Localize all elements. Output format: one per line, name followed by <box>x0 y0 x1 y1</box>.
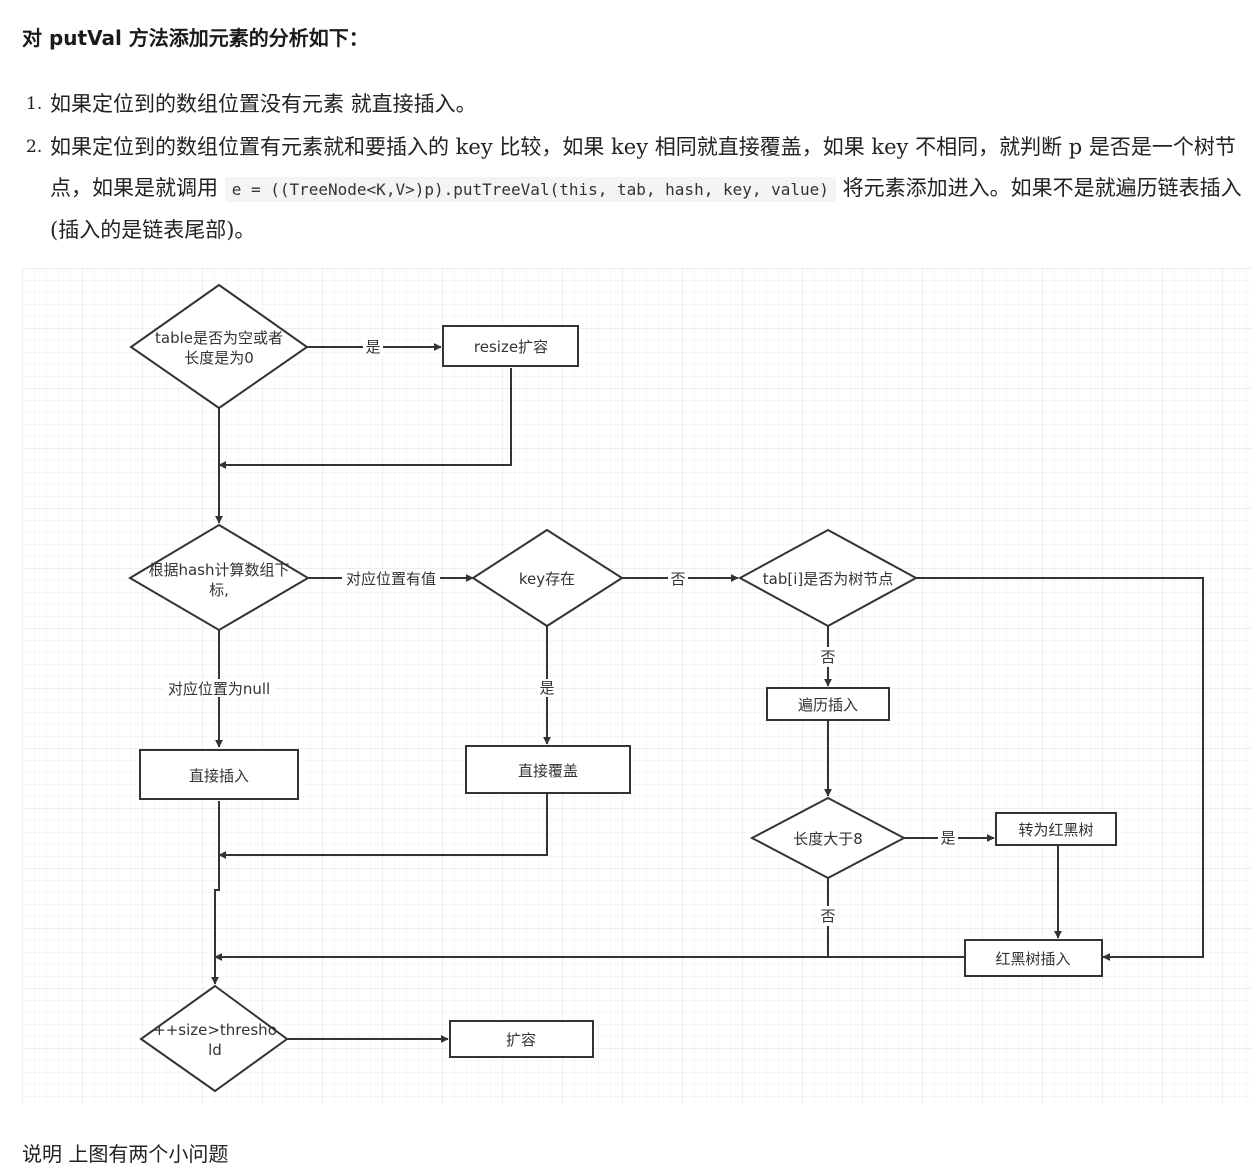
code-snippet: e = ((TreeNode<K,V>)p).putTreeVal(this, … <box>224 177 836 202</box>
node-direct-cover <box>465 745 631 794</box>
edge-d4-rbinsert <box>916 577 1204 961</box>
edge-merge-d6 <box>211 801 220 985</box>
label-d6-line2: ld <box>208 1041 222 1059</box>
node-d2-hash-index <box>128 523 310 632</box>
edge-labels: 是 对应位置有值 否 对应位置为null 是 否 是 否 <box>163 338 958 926</box>
edge-label-yes2: 是 <box>539 679 554 697</box>
node-d4-is-tree <box>737 528 919 628</box>
footer-text: 说明 上图有两个小问题 <box>22 1142 229 1166</box>
node-d1-table-empty <box>129 283 309 410</box>
edge-label-no1: 否 <box>670 570 685 588</box>
list-item-text: 如果定位到的数组位置有元素就和要插入的 key 比较，如果 key 相同就直接覆… <box>50 135 1236 200</box>
section-heading: 对 putVal 方法添加元素的分析如下： <box>22 26 369 50</box>
list-item: 2. 如果定位到的数组位置有元素就和要插入的 key 比较，如果 key 相同就… <box>22 127 1254 251</box>
nodes <box>128 283 1117 1093</box>
label-d2-line1: 根据hash计算数组下 <box>148 561 289 579</box>
node-resize <box>442 325 579 367</box>
list-item-text: 如果定位到的数组位置没有元素 就直接插入。 <box>50 92 477 116</box>
node-rbtree-insert <box>964 939 1103 977</box>
node-d5-length-gt8 <box>749 796 907 880</box>
node-to-rbtree <box>995 812 1117 846</box>
label-d3: key存在 <box>519 570 575 588</box>
label-direct-insert: 直接插入 <box>189 767 249 785</box>
label-d1-line1: table是否为空或者 <box>155 329 283 347</box>
node-traverse-insert <box>766 687 890 721</box>
label-traverse-insert: 遍历插入 <box>798 696 858 714</box>
edge-label-yes1: 是 <box>365 338 380 356</box>
edge-label-has-value: 对应位置有值 <box>346 570 436 588</box>
node-d3-key-exists <box>471 528 624 628</box>
analysis-list: 1. 如果定位到的数组位置没有元素 就直接插入。 2. 如果定位到的数组位置有元… <box>22 84 1254 253</box>
node-direct-insert <box>139 749 299 800</box>
label-d2-line2: 标, <box>209 581 229 599</box>
node-d6-size-threshold <box>139 984 289 1093</box>
label-to-rbtree: 转为红黑树 <box>1018 821 1093 839</box>
edge-label-yes3: 是 <box>940 829 955 847</box>
label-direct-cover: 直接覆盖 <box>518 762 578 780</box>
list-number: 1. <box>26 94 43 114</box>
label-d1-line2: 长度是为0 <box>184 349 254 367</box>
label-rbtree-insert: 红黑树插入 <box>995 950 1070 968</box>
node-expand <box>449 1020 594 1058</box>
edge-label-no2: 否 <box>820 648 835 666</box>
node-labels: table是否为空或者 长度是为0 resize扩容 根据hash计算数组下 标… <box>148 329 1093 1059</box>
edge-label-null: 对应位置为null <box>168 680 270 698</box>
label-resize: resize扩容 <box>474 338 548 356</box>
edge-resize-back <box>218 368 512 469</box>
label-expand: 扩容 <box>506 1031 536 1049</box>
label-d5: 长度大于8 <box>793 830 863 848</box>
edge-label-no3: 否 <box>820 907 835 925</box>
putval-flowchart: table是否为空或者 长度是为0 resize扩容 根据hash计算数组下 标… <box>22 268 1252 1104</box>
label-d4: tab[i]是否为树节点 <box>763 570 893 588</box>
list-item-text: 将元素添加进入。如果不是就遍历链表插入(插入的是链表尾部)。 <box>50 176 1242 242</box>
label-d6-line1: ++size>thresho <box>153 1021 277 1039</box>
flowchart-svg: table是否为空或者 长度是为0 resize扩容 根据hash计算数组下 标… <box>22 268 1252 1104</box>
list-item: 1. 如果定位到的数组位置没有元素 就直接插入。 <box>22 84 1254 125</box>
list-number: 2. <box>26 137 43 157</box>
edge-cover-merge <box>218 794 548 859</box>
